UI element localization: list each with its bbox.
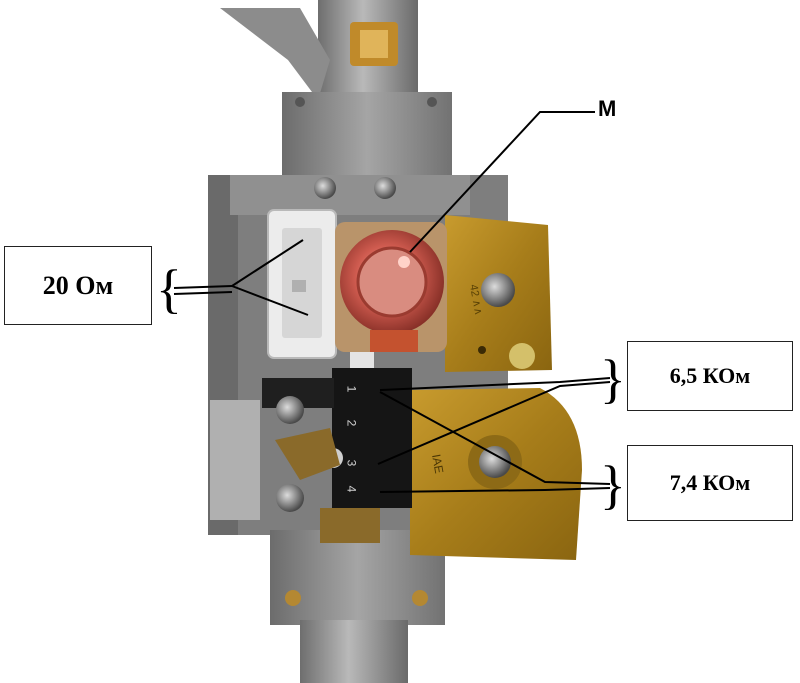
- coil-label: М: [598, 96, 617, 121]
- leader-lines: [173, 111, 611, 493]
- coil-connector: [267, 209, 374, 370]
- inlet-pipe: [220, 0, 418, 110]
- terminal-4-label: 4: [344, 485, 359, 493]
- valve-upper-block: [282, 92, 452, 187]
- brace-right-upper: {: [600, 349, 626, 409]
- brace-left: {: [156, 259, 182, 319]
- brace-right-lower: {: [600, 455, 626, 515]
- svg-text:42 ∧∧: 42 ∧∧: [467, 283, 484, 316]
- terminal-3-label: 3: [344, 459, 359, 467]
- valve-coil: [335, 222, 447, 352]
- resistance-coil-box: 20 Ом: [4, 246, 152, 325]
- brass-bracket: 42 ∧∧: [445, 215, 552, 372]
- resistance-box-2: 7,4 КОм: [627, 445, 793, 521]
- terminal-2-label: 2: [344, 419, 359, 427]
- resistance-box-1: 6,5 КОм: [627, 341, 793, 411]
- terminal-block: [262, 368, 412, 543]
- terminal-1-label: 1: [344, 385, 359, 393]
- svg-text:IAE: IAE: [429, 453, 446, 474]
